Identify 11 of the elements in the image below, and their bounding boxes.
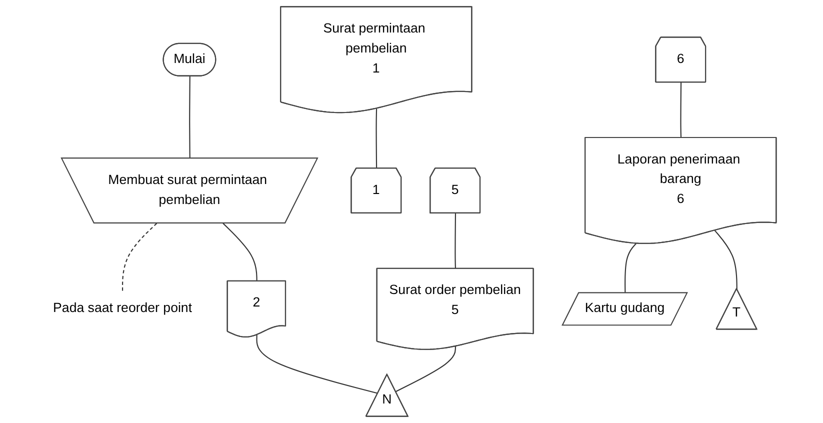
connector [122,222,158,293]
connector [624,243,636,294]
connector [395,346,456,392]
connector [222,222,258,282]
connector [714,230,738,290]
connector [189,76,190,158]
connector [256,335,378,394]
connector [454,213,456,269]
connector [680,82,682,138]
connector [376,108,378,168]
node-text: Pada saat reorder point [53,301,192,316]
